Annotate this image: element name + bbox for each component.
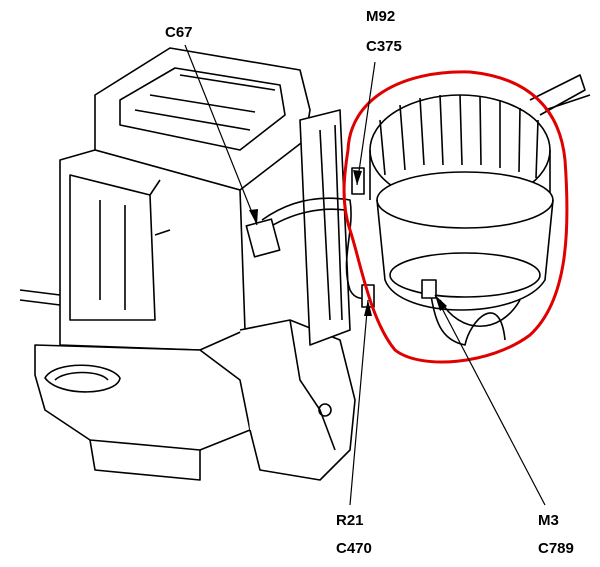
arrow-c470 xyxy=(364,300,372,316)
label-c789: C789 xyxy=(538,540,574,557)
leader-c375 xyxy=(356,61,376,186)
label-m3: M3 xyxy=(538,512,559,529)
label-c470: C470 xyxy=(336,540,372,557)
arrow-c67 xyxy=(249,209,258,225)
highlight-outline xyxy=(342,70,569,364)
label-m92: M92 xyxy=(366,8,396,25)
leader-c67 xyxy=(184,44,258,226)
housing-drawing xyxy=(19,47,591,481)
arrowheads xyxy=(249,170,447,316)
arrow-c789 xyxy=(435,295,447,311)
leader-lines xyxy=(184,44,546,506)
label-c375: C375 xyxy=(366,38,402,55)
label-r21: R21 xyxy=(336,512,364,529)
leader-c470 xyxy=(349,299,369,506)
label-c67: C67 xyxy=(165,24,193,41)
leader-c789 xyxy=(434,294,546,506)
arrow-c375 xyxy=(353,170,362,185)
